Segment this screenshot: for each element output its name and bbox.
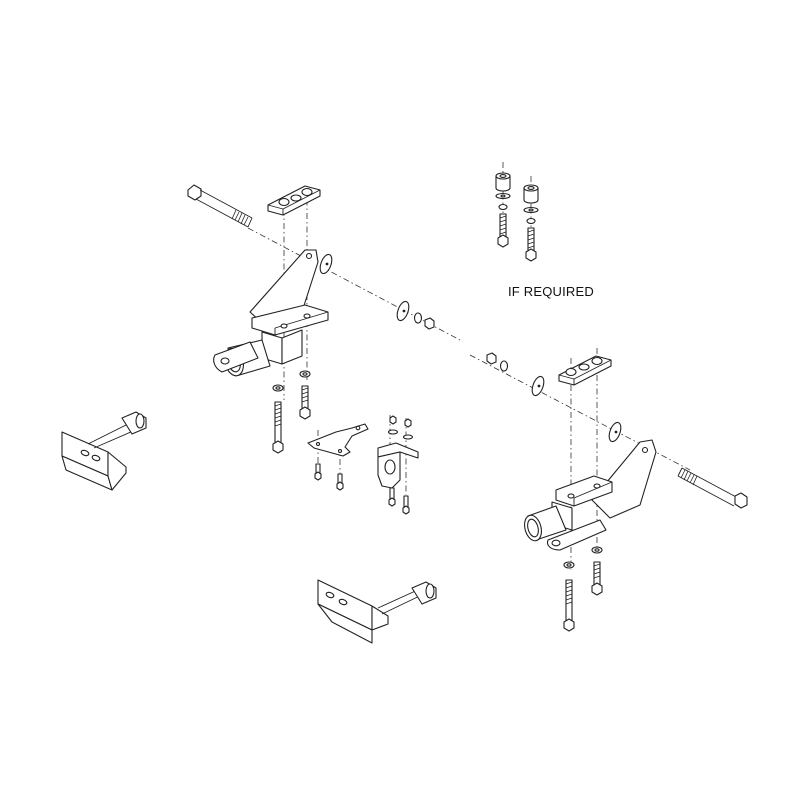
receiver-pin-bracket-left	[61, 411, 147, 491]
receiver-pin-bracket-bottom	[317, 579, 437, 644]
connector-bracket	[377, 415, 419, 515]
vertical-bolts-right	[563, 546, 603, 632]
vertical-bolts-left	[272, 370, 311, 454]
mounting-bracket-right	[524, 439, 657, 551]
l-bracket-plate	[307, 423, 369, 491]
mounting-bracket-left	[213, 249, 329, 377]
flat-washer-upper-1	[319, 253, 333, 275]
long-bolt-right	[677, 467, 748, 509]
if-required-label: IF REQUIRED	[508, 284, 594, 299]
top-clamp-plate-left	[267, 185, 321, 216]
flat-washer-right	[608, 421, 622, 443]
top-clamp-plate-right	[558, 355, 612, 386]
washer-nut-stack-lower	[486, 352, 545, 397]
washer-nut-stack-upper	[396, 300, 435, 330]
long-bolt-left	[187, 184, 253, 228]
spacer-kit	[495, 172, 539, 262]
